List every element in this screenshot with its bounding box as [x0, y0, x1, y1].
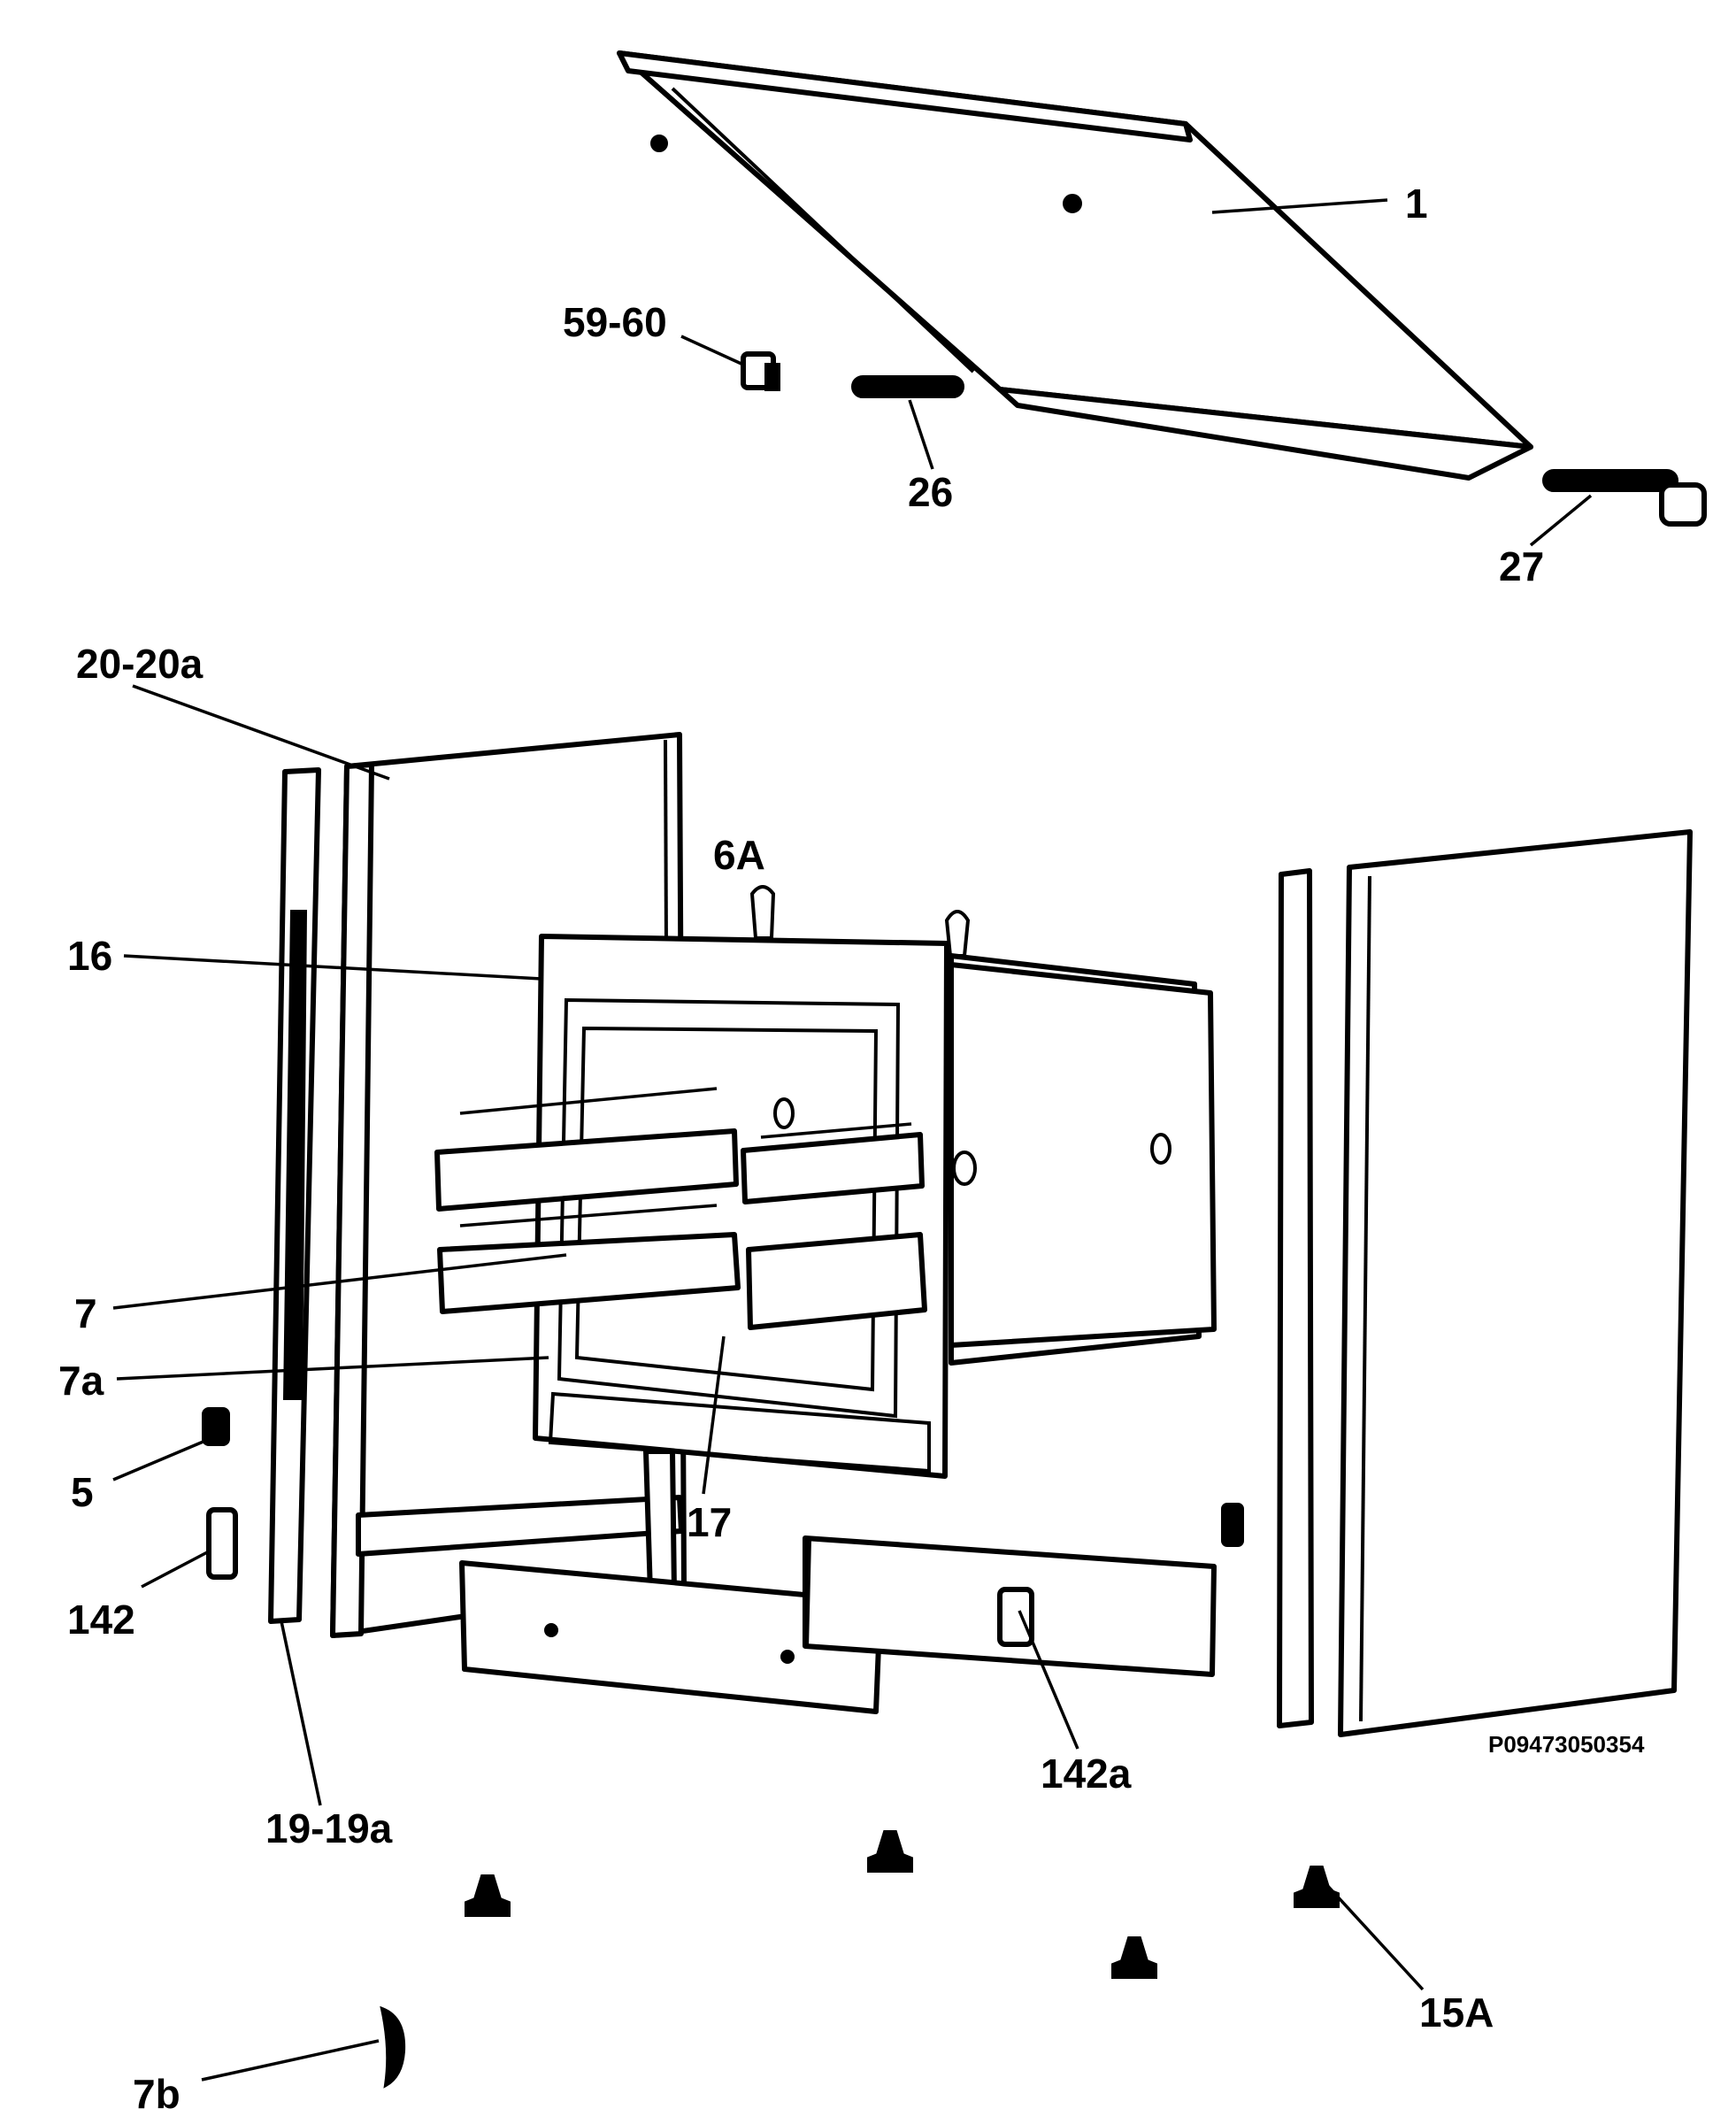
drawing-code: P09473050354 [1488, 1731, 1645, 1758]
callout-1: 1 [1405, 181, 1428, 227]
callout-19-19a: 19-19a [265, 1805, 393, 1851]
shelf-rails [434, 1087, 927, 1330]
feet [465, 1830, 1340, 1979]
callout-16: 16 [67, 933, 112, 979]
callout-26: 26 [908, 469, 953, 515]
callout-142a: 142a [1041, 1751, 1132, 1797]
hinge-26 [851, 375, 964, 398]
callout-20-20a: 20-20a [76, 641, 204, 687]
callout-7: 7 [74, 1290, 97, 1336]
callout-142: 142 [67, 1597, 135, 1643]
callout-7b: 7b [133, 2071, 181, 2117]
knob-7b [380, 2005, 406, 2089]
hook-6A [749, 885, 971, 958]
clip-142 [206, 1507, 238, 1580]
callout-17: 17 [687, 1499, 732, 1545]
callout-labels: 1 59-60 26 27 20-20a 6A 16 7 7a 5 142 17… [58, 181, 1645, 2117]
callout-59-60: 59-60 [563, 299, 667, 345]
leader-lines [112, 198, 1593, 2082]
callout-15A: 15A [1419, 1989, 1494, 2036]
clip-142a [997, 1587, 1034, 1647]
callout-6A: 6A [713, 832, 765, 878]
hinge-27 [1542, 469, 1707, 527]
right-side-panel [1338, 829, 1693, 1737]
clip-right [1221, 1503, 1244, 1547]
clip-59-60 [741, 351, 780, 391]
right-door-strip [1277, 868, 1314, 1728]
callout-7a: 7a [58, 1358, 104, 1404]
top-panel [617, 50, 1533, 481]
bottom-trim-left [459, 1560, 883, 1714]
callout-27: 27 [1499, 543, 1544, 589]
oven-cavity [533, 934, 1217, 1479]
left-door-strip [268, 767, 321, 1624]
callout-5: 5 [71, 1469, 94, 1515]
lower-frame-bars [356, 1449, 684, 1596]
clip-5 [202, 1407, 230, 1446]
